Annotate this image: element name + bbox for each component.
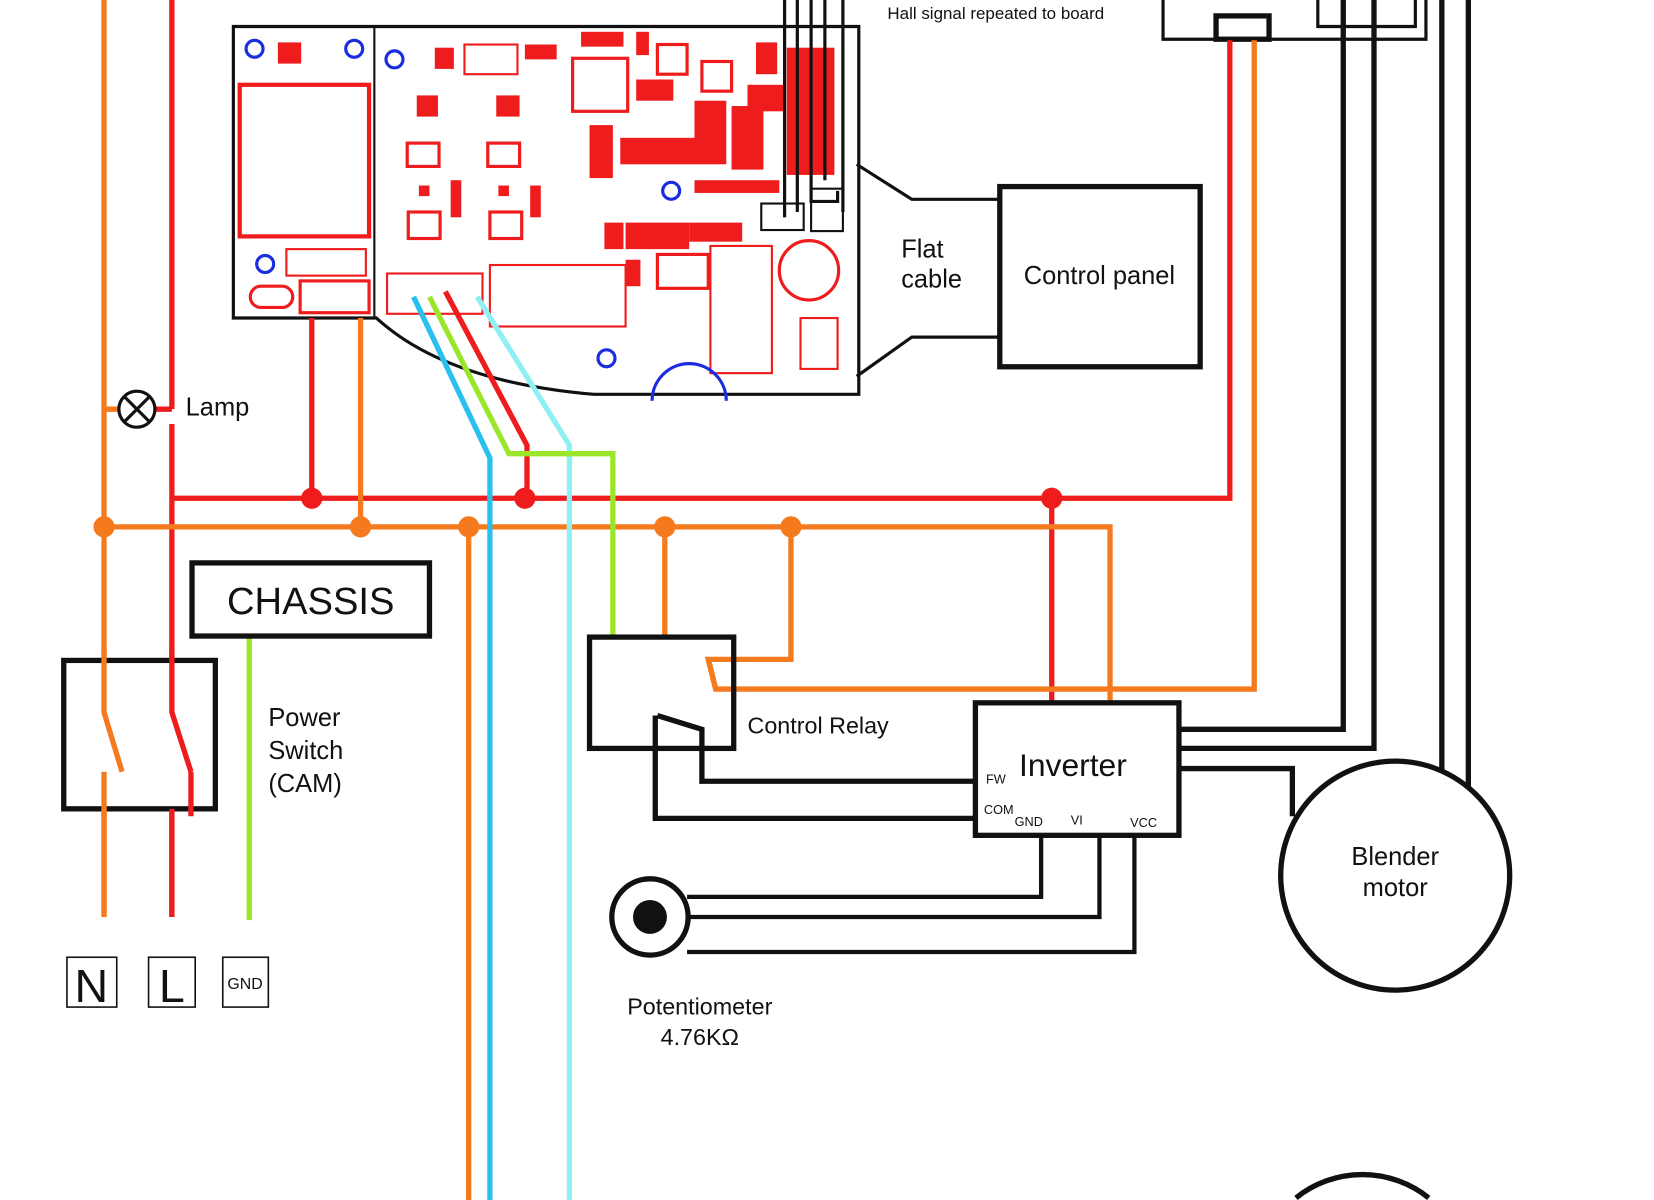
green-wire: [427, 295, 616, 640]
blue-wire: [411, 295, 493, 1200]
svg-text:N: N: [74, 960, 108, 1012]
chassis-box: [189, 560, 433, 639]
terminal-l: L: [147, 956, 196, 1012]
control-board: [231, 24, 861, 401]
terminal-n: N: [66, 956, 118, 1012]
junction-dots: [93, 487, 1063, 538]
power-switch-label: Power: [268, 704, 341, 732]
potentiometer-wires: [687, 835, 1137, 955]
cyan-wire: [474, 295, 573, 1200]
relay-wires: [652, 713, 976, 822]
svg-text:GND: GND: [227, 976, 262, 993]
power-switch: [61, 646, 218, 917]
blender-motor-label: Blender: [1351, 843, 1439, 871]
potentiometer-label: Potentiometer: [627, 993, 772, 1019]
inverter-box: [972, 700, 1182, 838]
inverter-label: Inverter: [1019, 747, 1127, 783]
hall-sensor-connector: [1161, 0, 1428, 42]
vcc-pin-label: VCC: [1130, 815, 1157, 830]
blender-motor: [1278, 758, 1513, 993]
terminal-gnd: GND: [221, 956, 270, 1008]
lamp-label: Lamp: [186, 394, 250, 422]
chassis-label: CHASSIS: [227, 580, 395, 623]
com-pin-label: COM: [984, 802, 1014, 817]
control-panel-box: [997, 183, 1203, 370]
motor-wires: [1178, 0, 1471, 817]
flat-cable-label: cable: [901, 265, 962, 293]
control-relay-box: [586, 634, 737, 752]
blender-motor-label: motor: [1363, 874, 1429, 902]
potentiometer-icon: [609, 876, 691, 958]
power-switch-label: (CAM): [268, 770, 341, 798]
potentiometer-value: 4.76KΩ: [661, 1024, 739, 1050]
power-switch-label: Switch: [268, 737, 343, 765]
fw-pin-label: FW: [986, 771, 1006, 786]
hall-signal-label: Hall signal repeated to board: [887, 4, 1104, 23]
control-panel-label: Control panel: [1024, 262, 1175, 290]
flat-cable-label: Flat: [901, 236, 943, 264]
hall-signal-wires: [760, 0, 1000, 378]
gnd-pin-label: GND: [1015, 814, 1043, 829]
second-motor-partial: [1294, 1171, 1431, 1200]
control-relay-label: Control Relay: [747, 713, 889, 739]
lamp-icon: [117, 389, 157, 429]
svg-text:L: L: [159, 960, 185, 1012]
vi-pin-label: VI: [1071, 813, 1083, 828]
